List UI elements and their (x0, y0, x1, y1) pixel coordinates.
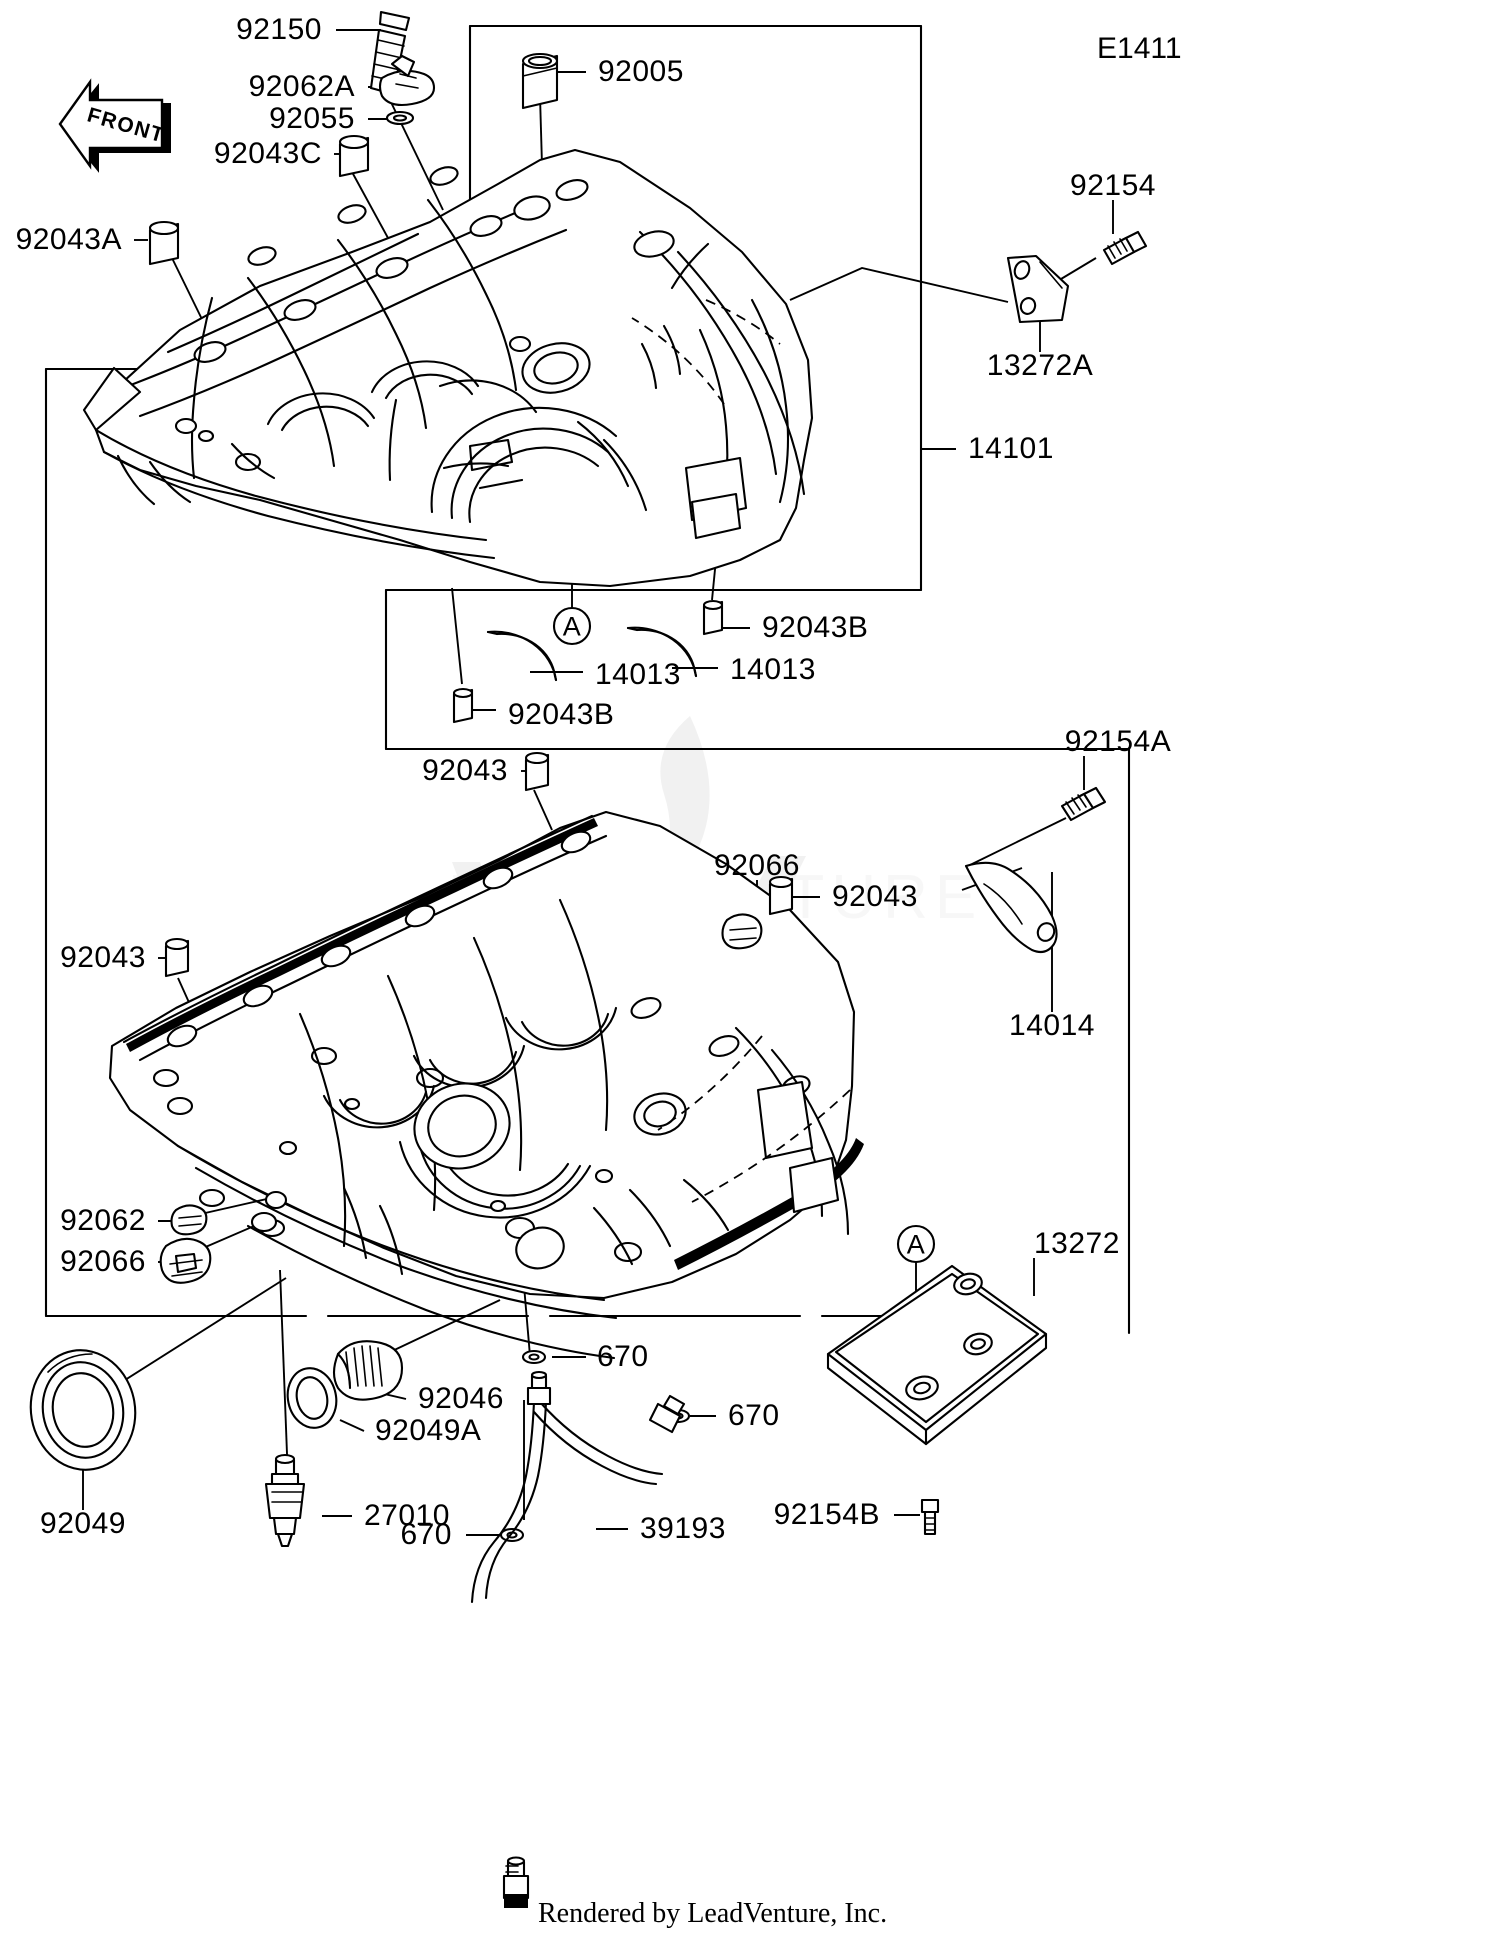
part-number-label: 14013 (730, 653, 816, 686)
part-92043B-dowel-upper (702, 599, 724, 636)
part-670-washer-3 (499, 1527, 525, 1543)
part-92055-oring (385, 110, 415, 126)
lower-crankcase-half (108, 810, 864, 1360)
part-92043-dowel-right (768, 875, 794, 916)
part-92049-oil-seal (29, 1349, 137, 1471)
upper-crankcase-half (82, 148, 814, 588)
part-13272-oil-screen (826, 1264, 1048, 1446)
part-number-label: 92043B (508, 698, 615, 731)
part-92049A-oil-seal (286, 1367, 338, 1429)
part-92043A-dowel (148, 220, 180, 266)
part-number-label: 92043C (213, 137, 322, 170)
part-number-label: 13272A (986, 349, 1094, 382)
part-number-label: 14013 (595, 658, 681, 691)
part-number-label: 92043 (60, 941, 146, 974)
part-92043-dowel-top (524, 751, 550, 792)
part-number-label: 92154A (1064, 725, 1172, 758)
part-number-label: 27010 (364, 1499, 450, 1532)
part-92043B-dowel-lower (452, 687, 474, 724)
part-27010-switch (264, 1453, 306, 1548)
part-92066-plug-middle (721, 913, 763, 950)
front-direction-badge: FRONT (58, 78, 178, 174)
part-number-label: 92043B (762, 611, 869, 644)
part-number-label: 670 (400, 1518, 452, 1551)
part-92154B-bolt (920, 1498, 940, 1536)
part-14013-shell-right (626, 626, 698, 678)
part-14013-shell-left (486, 630, 558, 682)
part-number-label: 92066 (714, 849, 800, 882)
part-number-label: 670 (597, 1340, 649, 1373)
part-92154-bolt (1102, 230, 1148, 266)
callout-circle-a-top (552, 606, 592, 646)
part-number-label: 92062A (248, 70, 355, 103)
part-92150-bolt (369, 10, 411, 96)
part-number-label: 92055 (269, 102, 355, 135)
diagram-id: E1411 (1097, 32, 1182, 65)
part-92043-dowel-left (164, 937, 190, 978)
callout-letter-bottom: A (906, 1229, 926, 1260)
part-number-label: 92154B (773, 1498, 880, 1531)
part-number-label: 13272 (1034, 1227, 1120, 1260)
part-number-label: 92062 (60, 1204, 146, 1237)
part-number-label: 39193 (640, 1512, 726, 1545)
frame-middle-14013 (384, 588, 1131, 1335)
part-number-label: 92043 (422, 754, 508, 787)
part-number-label: 92043 (832, 880, 918, 913)
part-number-label: 92043A (15, 223, 122, 256)
part-number-label: 670 (728, 1399, 780, 1432)
render-credit-footer: Rendered by LeadVenture, Inc. (538, 1898, 888, 1929)
part-92154A-bolt (1060, 786, 1107, 822)
part-92062A-plug (378, 54, 436, 107)
part-92066-plug-lower (159, 1237, 212, 1284)
part-13272A-bracket (1006, 254, 1070, 324)
callout-letter-top: A (562, 611, 582, 642)
part-number-label: 14101 (968, 432, 1054, 465)
part-number-label: 92049A (375, 1414, 482, 1447)
frame-upper-14101 (44, 24, 923, 1318)
part-number-label: 92049 (40, 1507, 126, 1540)
part-670-washer-1 (521, 1349, 547, 1365)
part-92046-needle-bearing (332, 1340, 404, 1401)
part-number-label: 14014 (1009, 1009, 1095, 1042)
part-number-label: 92150 (236, 13, 322, 46)
part-92005-bushing (521, 52, 559, 110)
part-number-label: 92066 (60, 1245, 146, 1278)
part-92043C-dowel (338, 134, 370, 178)
part-number-label: 92154 (1070, 169, 1156, 202)
part-number-label: 92046 (418, 1382, 504, 1415)
part-39193-oil-pipe (470, 1370, 686, 1908)
part-92062-plug (170, 1204, 208, 1236)
callout-circle-a-bottom (896, 1224, 936, 1264)
part-number-label: 92005 (598, 55, 684, 88)
part-14014-bracket (964, 861, 1058, 954)
